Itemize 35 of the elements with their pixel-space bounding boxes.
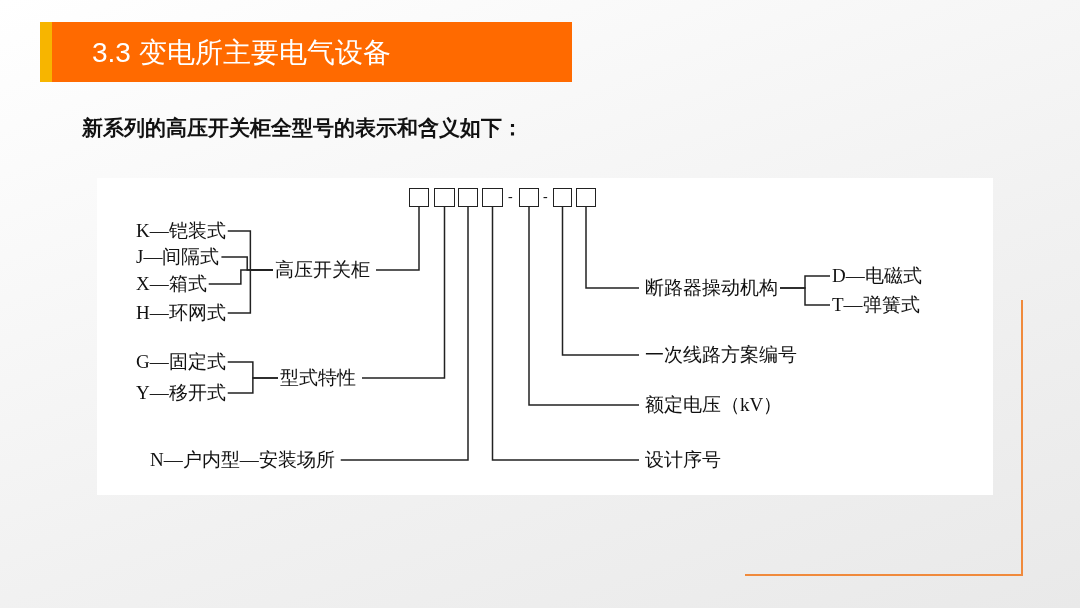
connector-line [528,206,640,406]
connector-line [361,206,446,379]
code-meaning-text: K—铠装式 [136,220,226,242]
code-meaning-text: 断路器操动机构 [645,277,778,299]
code-box [576,188,596,207]
code-box [482,188,503,207]
connector-line [585,206,640,289]
separator-text: - [508,189,513,205]
code-meaning-text: T—弹簧式 [832,294,920,316]
code-box [434,188,455,207]
code-meaning-text: H—环网式 [136,302,226,324]
code-meaning-text: 一次线路方案编号 [645,344,797,366]
subtitle: 新系列的高压开关柜全型号的表示和含义如下： [82,115,523,141]
code-meaning-text: 型式特性 [280,367,356,389]
connector-line [227,377,279,394]
code-box [553,188,572,207]
connector-line [779,287,831,306]
code-meaning-text: 高压开关柜 [275,259,370,281]
code-box [409,188,429,207]
code-meaning-text: D—电磁式 [832,265,922,287]
code-meaning-text: Y—移开式 [136,382,226,404]
code-box [458,188,478,207]
connector-line [491,206,640,461]
connector-line [375,206,420,271]
code-meaning-text: X—箱式 [136,273,207,295]
code-box [519,188,539,207]
code-meaning-text: G—固定式 [136,351,226,373]
code-meaning-text: J—间隔式 [136,246,220,268]
connector-line [340,206,469,461]
code-meaning-text: 设计序号 [645,449,721,471]
separator-text: - [543,189,548,205]
connector-line [561,206,640,356]
code-meaning-text: 额定电压（kV） [645,394,783,416]
slide-title: 3.3 变电所主要电气设备 [92,36,391,70]
code-meaning-text: N—户内型—安装场所 [150,449,335,471]
